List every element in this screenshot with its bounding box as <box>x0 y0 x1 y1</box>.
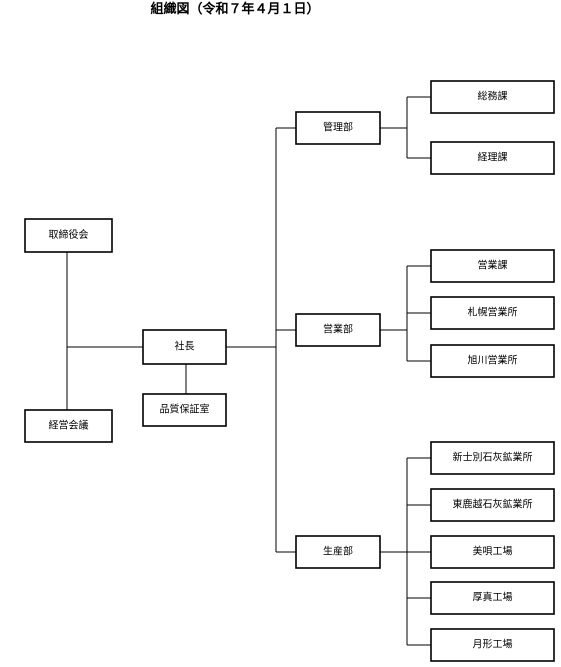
node-general-affairs-label: 総務課 <box>478 90 508 103</box>
node-sales-section-label: 営業課 <box>478 259 508 272</box>
node-board: 取締役会 <box>24 218 113 253</box>
connector-lines <box>66 96 431 646</box>
node-asahikawa-office: 旭川営業所 <box>430 344 555 378</box>
node-admin-dept: 管理部 <box>295 111 381 145</box>
node-accounting-label: 経理課 <box>478 151 508 164</box>
node-accounting: 経理課 <box>430 141 555 175</box>
node-atsuma-plant: 厚真工場 <box>430 581 555 615</box>
node-bibai-plant: 美唄工場 <box>430 535 555 569</box>
node-production-dept-label: 生産部 <box>323 545 353 558</box>
node-mgmt-meeting: 経営会議 <box>24 409 113 443</box>
node-sales-dept-label: 営業部 <box>323 323 353 336</box>
node-tsukigata-plant-label: 月形工場 <box>473 638 513 651</box>
node-sales-dept: 営業部 <box>295 313 381 347</box>
node-asahikawa-office-label: 旭川営業所 <box>468 354 518 367</box>
node-bibai-plant-label: 美唄工場 <box>473 545 513 558</box>
node-higashi-mine-label: 東鹿越石灰鉱業所 <box>453 498 533 511</box>
node-president-label: 社長 <box>175 340 195 353</box>
node-president: 社長 <box>142 329 227 365</box>
node-higashi-mine: 東鹿越石灰鉱業所 <box>430 488 555 522</box>
node-qa-label: 品質保証室 <box>160 403 210 416</box>
node-shintoshibetsu-mine-label: 新士別石灰鉱業所 <box>453 451 533 464</box>
node-general-affairs: 総務課 <box>430 80 555 114</box>
node-shintoshibetsu-mine: 新士別石灰鉱業所 <box>430 441 555 475</box>
node-sapporo-office: 札幌営業所 <box>430 296 555 330</box>
chart-title: 組織図（令和７年４月１日） <box>150 2 320 17</box>
node-admin-dept-label: 管理部 <box>323 121 353 134</box>
node-sales-section: 営業課 <box>430 249 555 283</box>
node-production-dept: 生産部 <box>295 535 381 569</box>
node-mgmt-meeting-label: 経営会議 <box>49 419 89 432</box>
node-atsuma-plant-label: 厚真工場 <box>473 591 513 604</box>
node-tsukigata-plant: 月形工場 <box>430 628 555 662</box>
node-qa: 品質保証室 <box>142 393 227 427</box>
node-board-label: 取締役会 <box>49 228 89 241</box>
node-sapporo-office-label: 札幌営業所 <box>468 306 518 319</box>
